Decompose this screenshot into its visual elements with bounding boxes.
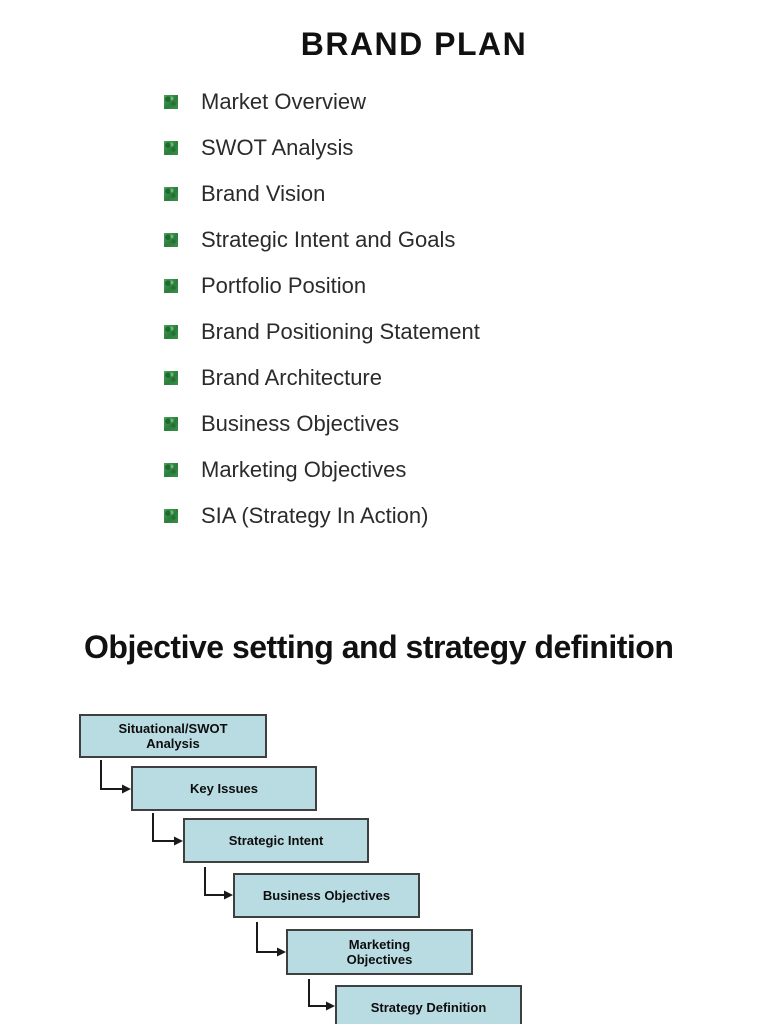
bullet-square-icon	[164, 95, 178, 109]
list-item: SWOT Analysis	[164, 125, 480, 171]
list-item: Brand Vision	[164, 171, 480, 217]
flow-arrow	[204, 867, 233, 900]
list-item-label: SWOT Analysis	[201, 135, 354, 160]
list-item-label: Marketing Objectives	[201, 457, 407, 482]
bullet-square-icon	[164, 371, 178, 385]
section-title: Objective setting and strategy definitio…	[84, 629, 674, 665]
list-item: Brand Architecture	[164, 355, 480, 401]
list-item-label: Brand Architecture	[201, 365, 382, 390]
list-item-label: Brand Vision	[201, 181, 326, 206]
list-item: Market Overview	[164, 79, 480, 125]
flow-arrow	[152, 813, 183, 846]
flow-arrow	[100, 760, 131, 794]
brand-plan-title: BRAND PLAN	[300, 26, 528, 62]
flow-step-business-objectives: Business Objectives	[233, 873, 420, 918]
flow-arrow	[256, 922, 286, 957]
bullet-square-icon	[164, 463, 178, 477]
list-item-label: Market Overview	[201, 89, 367, 114]
list-item: Marketing Objectives	[164, 447, 480, 493]
list-item-label: Business Objectives	[201, 411, 400, 436]
list-item: Business Objectives	[164, 401, 480, 447]
list-item: Strategic Intent and Goals	[164, 217, 480, 263]
bullet-square-icon	[164, 279, 178, 293]
flow-arrow	[308, 979, 335, 1011]
list-item-label: SIA (Strategy In Action)	[201, 503, 429, 528]
bullet-square-icon	[164, 187, 178, 201]
list-item-label: Brand Positioning Statement	[201, 319, 480, 344]
flow-step-key-issues: Key Issues	[131, 766, 317, 811]
bullet-square-icon	[164, 141, 178, 155]
brand-plan-list: Market Overview SWOT Analysis Brand Visi…	[164, 79, 480, 539]
bullet-square-icon	[164, 325, 178, 339]
list-item-label: Strategic Intent and Goals	[201, 227, 456, 252]
list-item: Portfolio Position	[164, 263, 480, 309]
flow-step-marketing-objectives: Marketing Objectives	[286, 929, 473, 975]
flow-step-strategy-definition: Strategy Definition	[335, 985, 522, 1024]
bullet-square-icon	[164, 233, 178, 247]
flow-step-situational-swot-analysis: Situational/SWOT Analysis	[79, 714, 267, 758]
bullet-square-icon	[164, 417, 178, 431]
list-item: Brand Positioning Statement	[164, 309, 480, 355]
bullet-square-icon	[164, 509, 178, 523]
list-item-label: Portfolio Position	[201, 273, 367, 298]
list-item: SIA (Strategy In Action)	[164, 493, 480, 539]
flow-step-strategic-intent: Strategic Intent	[183, 818, 369, 863]
